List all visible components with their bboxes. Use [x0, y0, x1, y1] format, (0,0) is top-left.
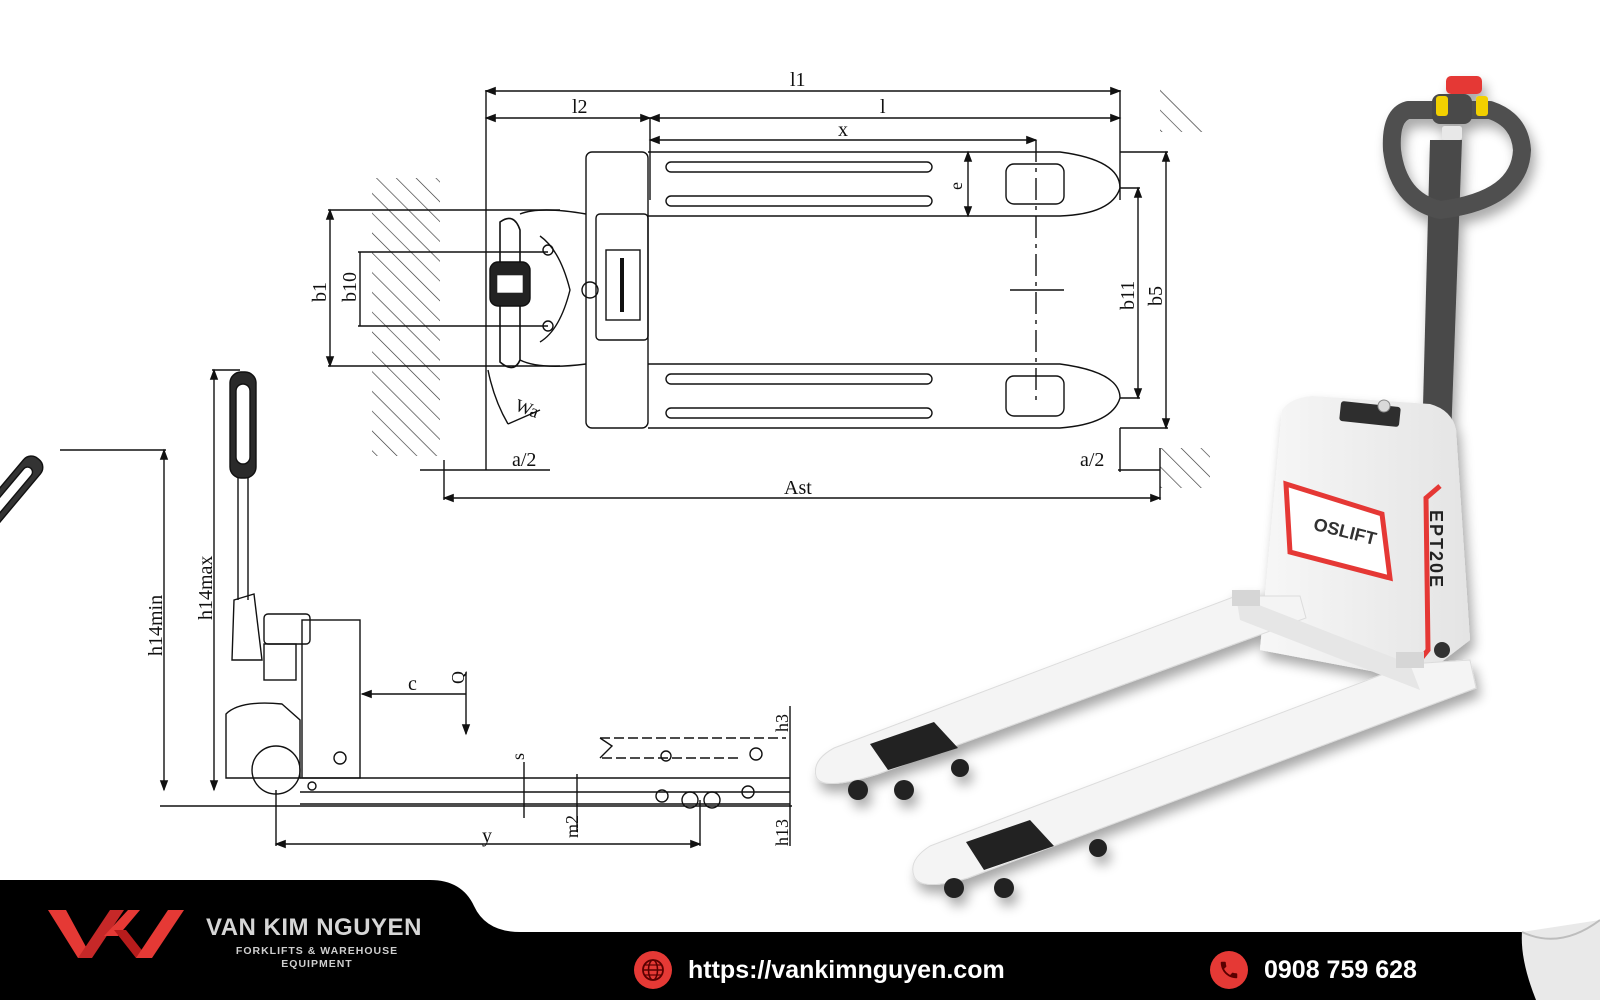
dim-label-b11: b11	[1117, 281, 1139, 310]
emergency-button	[1446, 76, 1482, 94]
side-view	[0, 368, 792, 849]
dim-label-l: l	[880, 96, 886, 118]
website-url[interactable]: https://vankimnguyen.com	[688, 955, 1005, 984]
vkn-logo-mark	[48, 910, 184, 958]
dim-label-a-half-right: a/2	[1080, 449, 1104, 471]
model-label: EPT20E	[1426, 510, 1446, 589]
dim-label-l2: l2	[572, 96, 588, 118]
dim-label-h14min: h14min	[145, 595, 167, 656]
dim-label-h14max: h14max	[195, 556, 217, 620]
company-tagline: FORKLIFTS & WAREHOUSE EQUIPMENT	[222, 945, 412, 971]
tagline-line-1: FORKLIFTS & WAREHOUSE	[235, 945, 399, 957]
dim-label-c: c	[408, 673, 417, 695]
tiller-handle	[1382, 101, 1531, 219]
top-view	[325, 82, 1210, 503]
dim-label-ast: Ast	[784, 477, 812, 499]
dim-label-b10: b10	[339, 272, 361, 302]
phone-icon	[1210, 951, 1248, 989]
dim-label-e: e	[946, 182, 966, 190]
website-link[interactable]: https://vankimnguyen.com	[634, 950, 1005, 990]
fork-right	[912, 659, 1477, 885]
dim-label-b1: b1	[309, 282, 331, 302]
dim-label-b5: b5	[1145, 286, 1167, 306]
company-name: VAN KIM NGUYEN	[206, 914, 422, 941]
brand-plate	[1283, 480, 1393, 582]
phone-number[interactable]: 0908 759 628	[1264, 955, 1417, 984]
dim-label-h3: h3	[772, 714, 792, 732]
dim-label-l1: l1	[790, 69, 806, 91]
globe-icon	[634, 951, 672, 989]
phone-link[interactable]: 0908 759 628	[1210, 950, 1417, 990]
dim-label-x: x	[838, 119, 848, 141]
dim-label-q: Q	[448, 671, 468, 684]
dim-label-h13: h13	[772, 819, 792, 846]
dim-label-s: s	[508, 753, 528, 760]
tagline-line-2: EQUIPMENT	[281, 958, 353, 970]
dim-label-m2: m2	[562, 815, 582, 838]
dim-label-a-half-left: a/2	[512, 449, 536, 471]
dim-label-y: y	[482, 825, 492, 847]
footer-band	[0, 880, 1600, 1000]
